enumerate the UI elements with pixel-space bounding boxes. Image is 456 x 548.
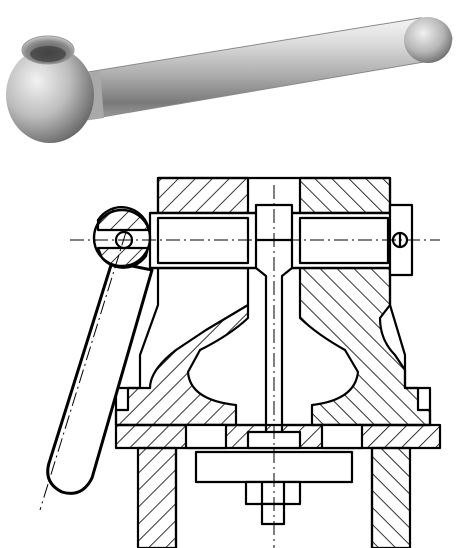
frame-leg-right bbox=[370, 446, 412, 548]
lever-photo bbox=[6, 17, 453, 143]
housing-right bbox=[298, 176, 392, 215]
bolt-end bbox=[260, 502, 286, 526]
lever-tip bbox=[404, 17, 452, 63]
lever-centerline bbox=[39, 231, 127, 511]
lever-section bbox=[46, 206, 154, 495]
frame-leg-left bbox=[136, 446, 178, 548]
lever-ball-head bbox=[6, 47, 94, 143]
housing-left bbox=[156, 176, 250, 215]
hex-nut bbox=[244, 480, 302, 506]
